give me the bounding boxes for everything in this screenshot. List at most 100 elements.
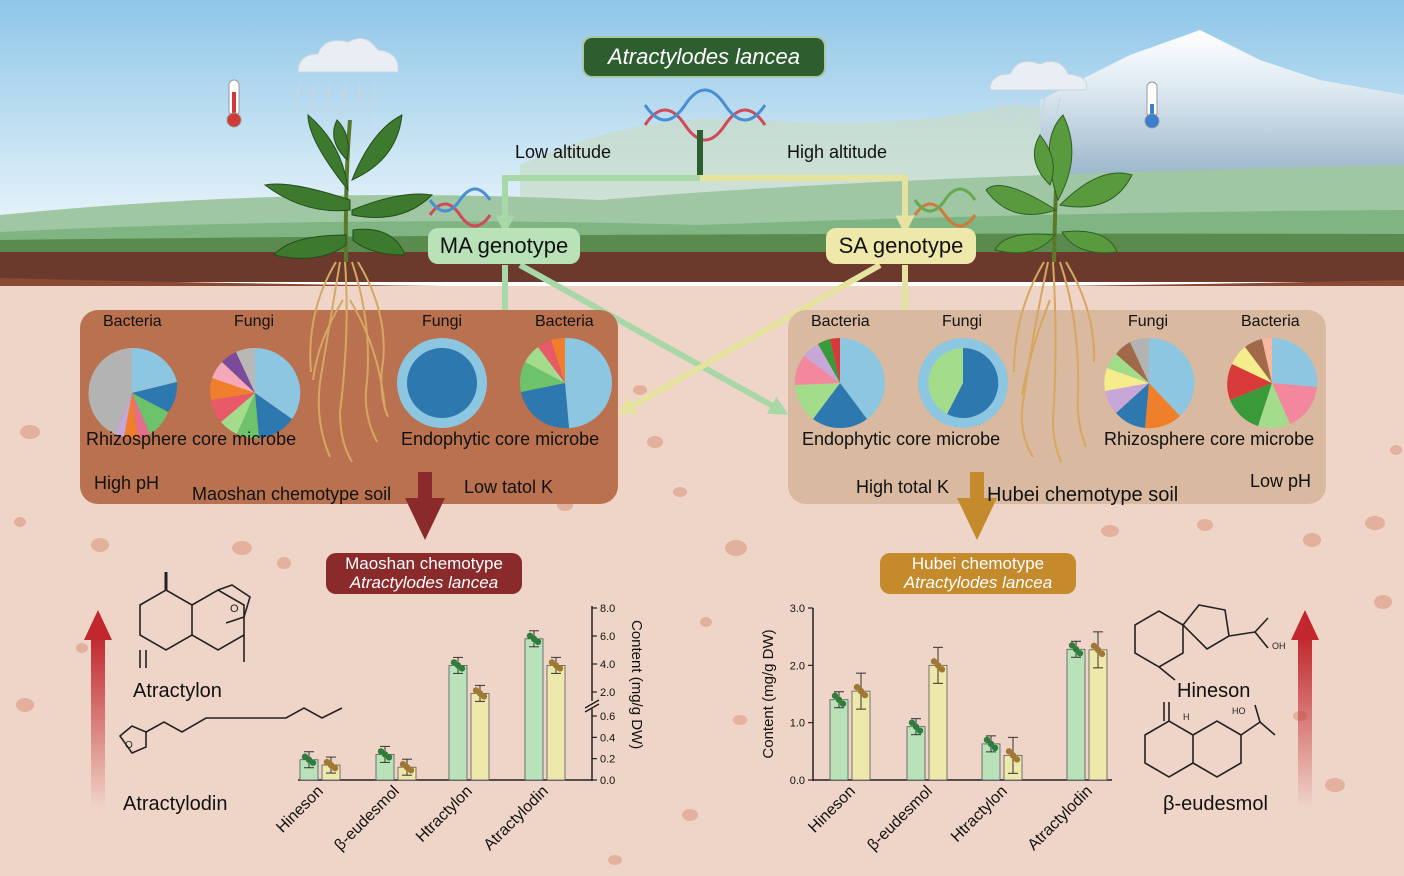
data-point [912, 723, 920, 730]
data-point [1090, 642, 1098, 650]
data-point [1076, 650, 1084, 657]
atractylon-label: Atractylon [133, 680, 222, 702]
pie-label: Fungi [234, 313, 275, 330]
maoshan-soil-panel [80, 310, 618, 504]
pie-label: Bacteria [103, 313, 162, 330]
svg-text:H: H [1183, 712, 1190, 722]
data-point [934, 662, 942, 669]
atractylodin-label: Atractylodin [123, 793, 228, 815]
pie-chart [210, 347, 301, 439]
y-tick-label: 2.0 [600, 687, 615, 699]
data-point [458, 665, 466, 672]
ph-label: High pH [94, 473, 160, 493]
y-tick-label: 4.0 [600, 659, 615, 671]
axis-break-mark [584, 703, 600, 713]
y-tick-label: 8.0 [600, 603, 615, 615]
ma-genotype-badge: MA genotype [428, 228, 580, 264]
y-axis-title: Content (mg/g DW) [628, 620, 645, 749]
svg-text:HO: HO [1232, 706, 1246, 716]
pie-chart [397, 338, 487, 428]
data-point [1005, 748, 1013, 755]
plant-illustration [985, 114, 1133, 463]
eudesmol-structure [1144, 702, 1276, 778]
chemotype-species: Atractylodes lancea [903, 573, 1053, 592]
hubei-chemotype-badge: Hubei chemotype Atractylodes lancea [880, 553, 1076, 594]
thermometer-icon [1144, 81, 1160, 129]
data-point [1068, 642, 1076, 649]
maoshan-chemotype-badge: Maoshan chemotype Atractylodes lancea [326, 553, 522, 594]
potassium-label: Low tatol K [464, 477, 554, 497]
y-tick-label: 0.0 [600, 775, 615, 787]
atractylodin-structure [118, 707, 343, 754]
thermometer-icon [226, 79, 242, 128]
data-point [407, 767, 415, 774]
endophytic-label: Endophytic core microbe [401, 429, 600, 449]
potassium-label: High total K [856, 477, 950, 497]
pie-chart [1227, 337, 1318, 429]
data-point [1013, 756, 1021, 763]
pie-label: Fungi [1128, 313, 1169, 330]
bar [524, 638, 544, 781]
data-point [839, 700, 847, 707]
species-title: Atractylodes lancea [582, 36, 826, 78]
data-point [309, 759, 317, 766]
pie-label: Bacteria [811, 313, 870, 330]
bar [470, 693, 490, 781]
chemotype-line: Maoshan chemotype [345, 554, 503, 573]
pie-label: Bacteria [535, 313, 594, 330]
rhizosphere-label: Rhizosphere core microbe [1104, 429, 1315, 449]
axis-break-band [455, 702, 585, 711]
data-point [930, 658, 938, 665]
y-tick-label: 3.0 [790, 603, 805, 615]
data-point [987, 740, 995, 748]
data-point [908, 719, 916, 726]
pie-chart [918, 338, 1008, 428]
bar [546, 665, 566, 781]
ph-label: Low pH [1250, 471, 1312, 491]
chemotype-line: Hubei chemotype [911, 554, 1045, 573]
endophytic-label: Endophytic core microbe [802, 429, 1001, 449]
data-point [983, 736, 991, 744]
pie-chart [88, 347, 178, 439]
data-point [831, 692, 839, 699]
pie-label: Fungi [422, 313, 463, 330]
sa-genotype-badge: SA genotype [826, 228, 976, 264]
y-axis-title: Content (mg/g DW) [760, 629, 777, 758]
data-point [938, 666, 946, 673]
bar [1088, 649, 1108, 781]
y-tick-label: 6.0 [600, 631, 615, 643]
rhizosphere-label: Rhizosphere core microbe [86, 429, 297, 449]
atractylon-structure [139, 572, 251, 668]
hineson-label: Hineson [1177, 680, 1251, 702]
data-point [1009, 752, 1017, 759]
data-point [1072, 646, 1080, 653]
svg-text:OH: OH [1272, 641, 1286, 651]
data-point [480, 693, 488, 700]
high-altitude-label: High altitude [787, 142, 888, 162]
bar [448, 665, 468, 781]
y-tick-label: 2.0 [790, 660, 805, 672]
data-point [1098, 650, 1106, 658]
svg-text:O: O [125, 740, 133, 751]
data-point [534, 638, 542, 645]
y-tick-label: 0.4 [600, 732, 615, 744]
y-tick-label: 0.2 [600, 754, 615, 766]
eudesmol-label: β-eudesmol [1163, 793, 1268, 815]
data-point [331, 764, 339, 772]
data-point [861, 691, 869, 699]
bar [1066, 648, 1086, 781]
low-altitude-label: Low altitude [515, 142, 612, 162]
data-point [556, 665, 564, 672]
data-point [835, 696, 843, 703]
soil-name-label: Hubei chemotype soil [987, 484, 1179, 506]
data-point [853, 683, 861, 691]
y-tick-label: 1.0 [790, 718, 805, 730]
y-tick-label: 0.6 [600, 711, 615, 723]
pie-chart [794, 337, 885, 428]
chemotype-species: Atractylodes lancea [349, 573, 499, 592]
data-point [1094, 646, 1102, 654]
y-tick-label: 0.0 [790, 775, 805, 787]
plant-illustration [263, 113, 434, 463]
